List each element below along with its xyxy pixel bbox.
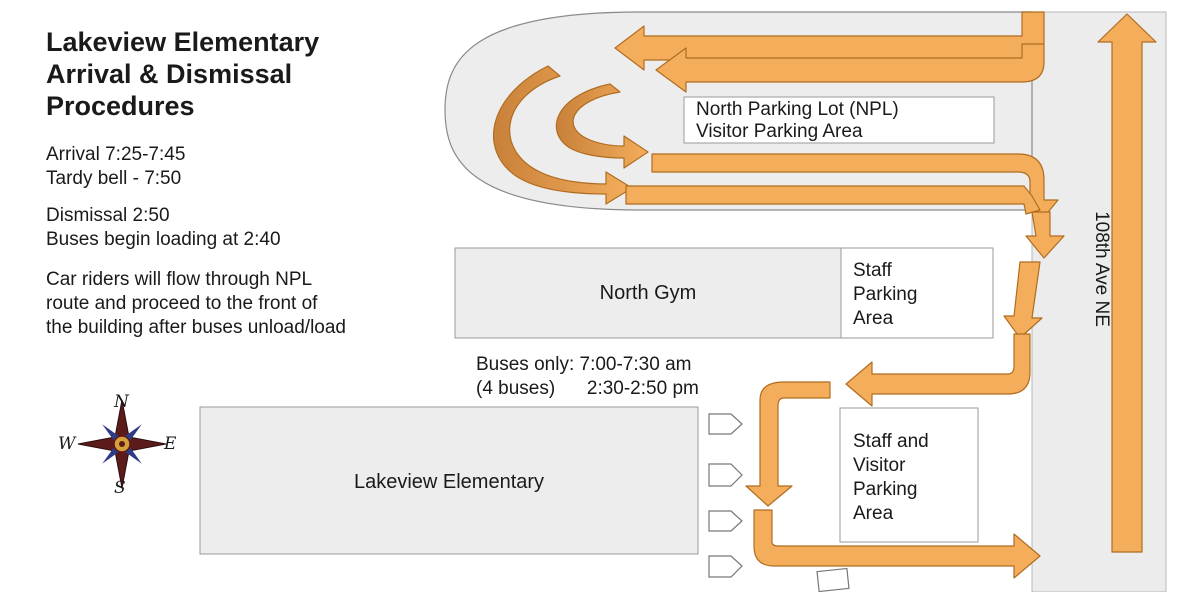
arrival-times: Arrival 7:25-7:45 Tardy bell - 7:50 (46, 143, 185, 191)
bus-loop-down-arrow (745, 381, 831, 507)
staff-visitor-parking-label: Staff and Visitor Parking Area (853, 430, 929, 526)
bus-loading-time: Buses begin loading at 2:40 (46, 229, 281, 250)
school-label: Lakeview Elementary (353, 471, 545, 493)
car-rider-instructions: Car riders will flow through NPL route a… (46, 268, 346, 340)
npl-label-box (683, 96, 995, 144)
compass-rose-icon (77, 399, 167, 489)
bus-note-line-1: Buses only: 7:00-7:30 am (476, 354, 692, 375)
compass-east: E (164, 434, 177, 454)
npl-label-line-2: Visitor Parking Area (696, 121, 863, 142)
east-downward-arrow-1 (1025, 211, 1065, 259)
bus-icon-3 (708, 510, 743, 532)
staff-visitor-line-3: Parking (853, 479, 918, 500)
page-title: Lakeview Elementary Arrival & Dismissal … (46, 26, 426, 122)
title-line-2: Arrival & Dismissal (46, 59, 293, 89)
title-line-1: Lakeview Elementary (46, 27, 320, 57)
road-108th-ave (1031, 11, 1167, 592)
compass-west: W (58, 434, 76, 454)
bus-lane-turn-arrow (845, 333, 1031, 407)
compass-south: S (114, 478, 126, 498)
staff-parking-area (840, 247, 994, 339)
staff-visitor-line-2: Visitor (853, 455, 906, 476)
bus-note-line-2: (4 buses) 2:30-2:50 pm (476, 378, 699, 399)
staff-visitor-parking-area (839, 407, 979, 543)
staff-label-line-3: Area (853, 308, 894, 329)
arrival-time: Arrival 7:25-7:45 (46, 144, 186, 165)
road-label: 108th Ave NE (1091, 211, 1112, 327)
bus-icon-2 (708, 463, 743, 487)
staff-visitor-line-1: Staff and (853, 431, 929, 452)
school-building (199, 406, 699, 555)
front-exit-arrow (753, 509, 1041, 579)
dismissal-times: Dismissal 2:50 Buses begin loading at 2:… (46, 204, 281, 252)
staff-visitor-line-4: Area (853, 503, 894, 524)
tardy-time: Tardy bell - 7:50 (46, 168, 182, 189)
npl-label-line-1: North Parking Lot (NPL) (696, 99, 899, 120)
bus-icon-1 (708, 413, 743, 435)
northbound-road-arrow (1097, 13, 1157, 553)
staff-label-line-2: Parking (853, 284, 918, 305)
dismissal-time: Dismissal 2:50 (46, 205, 170, 226)
npl-label: North Parking Lot (NPL) Visitor Parking … (696, 99, 899, 143)
car-riders-line-1: Car riders will flow through NPL (46, 269, 313, 290)
bus-schedule-note: Buses only: 7:00-7:30 am (4 buses) 2:30-… (476, 353, 699, 401)
title-line-3: Procedures (46, 91, 195, 121)
car-riders-line-3: the building after buses unload/load (46, 317, 347, 338)
car-riders-line-2: route and proceed to the front of (46, 293, 318, 314)
staff-parking-label: Staff Parking Area (853, 259, 917, 331)
npl-loop-arrow-outer (492, 65, 633, 205)
east-downward-arrow-2 (1003, 261, 1043, 339)
staff-label-line-1: Staff (853, 260, 892, 281)
bus-icon-4 (708, 555, 743, 578)
north-gym-label: North Gym (599, 282, 697, 304)
npl-entry-arrow-2 (655, 43, 1045, 93)
npl-loop-arrow-inner (555, 83, 649, 169)
car-icon (816, 567, 850, 592)
compass-north: N (114, 392, 129, 412)
